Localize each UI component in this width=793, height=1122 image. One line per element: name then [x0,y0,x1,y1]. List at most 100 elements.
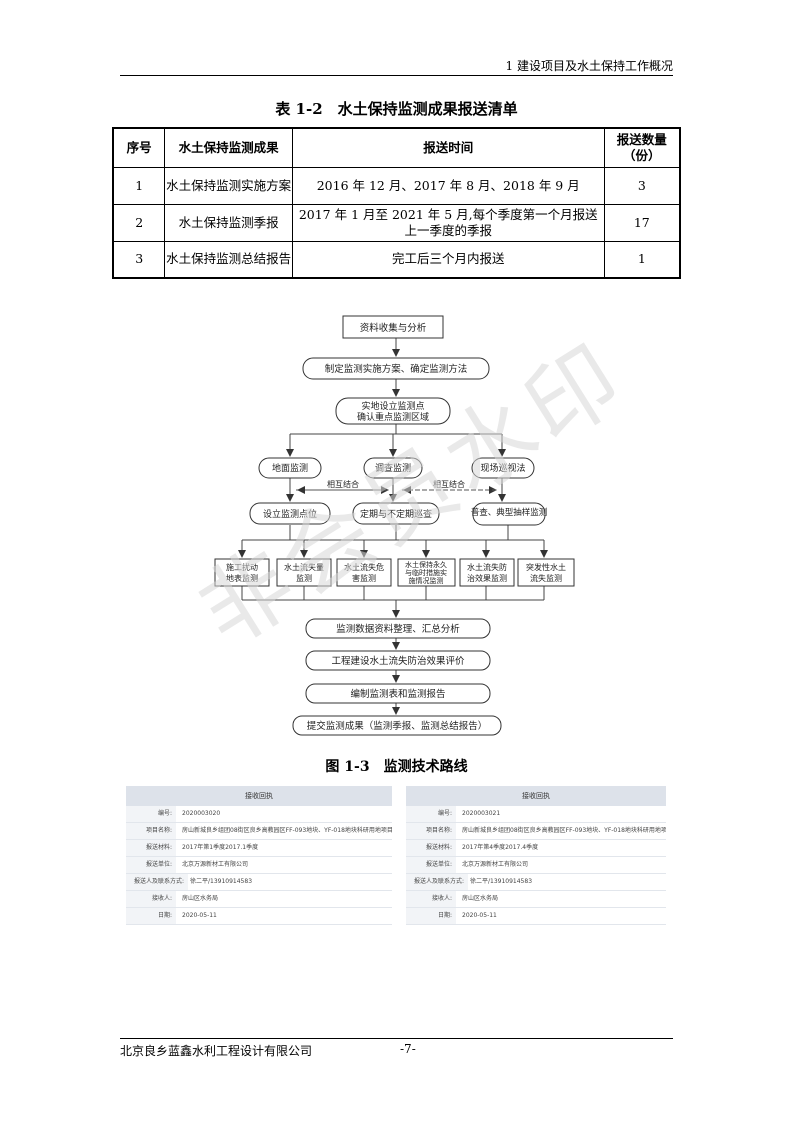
flow-item-erosion-hazard: 水土流失危 害监测 [336,558,392,587]
receipt-label: 报送材料: [406,840,456,856]
item-label: 水土流失量 [284,562,324,572]
flow-node-report: 编制监测表和监测报告 [305,683,491,704]
table-title: 表 1-2 水土保持监测成果报送清单 [275,100,518,118]
node-label: 地面监测 [272,462,308,474]
receipt-value: 房山新城良乡组团08街区良乡高教园区FF-093地块、YF-018地块科研用地项… [182,827,392,834]
footer-rule [120,1038,673,1039]
flow-node-inspection: 定期与不定期巡查 [352,502,440,525]
receipt-value: 北京万源新材工有限公司 [462,861,529,868]
node-label: 实地设立监测点 [361,400,424,412]
receipt-value: 徐二平/13910914583 [190,878,253,885]
item-label: 监测 [296,573,312,583]
table-cell: 完工后三个月内报送 [291,240,605,279]
node-label: 制定监测实施方案、确定监测方法 [325,363,468,375]
page-header: 1 建设项目及水土保持工作概况 [120,54,673,76]
table-cell: 水土保持监测总结报告 [164,240,293,279]
flow-item-disturbance: 施工扰动 地表监测 [214,558,270,587]
receipt-label: 编号: [126,806,176,822]
receipt-label: 报送材料: [126,840,176,856]
table-cell: 1 [603,240,681,279]
receipt-value: 2017年第1季度2017.1季度 [182,844,259,851]
table-row: 1 水土保持监测实施方案 2016 年 12 月、2017 年 8 月、2018… [112,166,681,205]
table-header-row: 序号 水土保持监测成果 报送时间 报送数量（份） [112,127,681,168]
header-cell: 序号 [112,127,166,168]
receipt-value: 房山区水务局 [182,895,219,902]
receipt-value: 2017年第4季度2017.4季度 [462,844,539,851]
flow-node-sampling: 普查、典型抽样监测 [471,502,547,526]
receipt-label: 报送人及联系方式: [126,874,188,890]
flow-item-erosion-amount: 水土流失量 监测 [276,558,332,587]
item-label: 水土流失防 [467,562,507,572]
receipt-value: 2020003021 [462,810,501,817]
table-cell: 3 [112,240,166,279]
item-label: 施情况监测 [409,576,444,585]
node-label: 确认重点监测区域 [357,411,429,423]
receipt-label: 日期: [126,908,176,924]
flow-node-submit: 提交监测成果（监测季报、监测总结报告） [292,715,502,736]
table-cell: 2017 年 1 月至 2021 年 5 月,每个季度第一个月报送上一季度的季报 [291,203,605,242]
table-cell: 水土保持监测季报 [164,203,293,242]
item-label: 突发性水土 [526,562,566,572]
receipt-row: 编号: 2020003020 [126,806,392,823]
node-label: 设立监测点位 [263,508,317,520]
flow-item-sudden: 突发性水土 流失监测 [517,558,575,587]
node-label: 监测数据资料整理、汇总分析 [336,623,460,635]
header-cell: 报送数量（份） [603,127,681,168]
item-label: 施工扰动 [226,562,258,572]
header-cell: 水土保持监测成果 [164,127,293,168]
receipt-title: 接收回执 [126,786,392,806]
receipt-label: 接收人: [406,891,456,907]
flow-node-plan: 制定监测实施方案、确定监测方法 [302,357,490,380]
item-label: 害监测 [352,573,376,583]
table-cell: 17 [603,203,681,242]
receipt-label: 项目名称: [126,823,176,839]
item-label: 治效果监测 [467,573,507,583]
receipt-row: 编号: 2020003021 [406,806,666,823]
receipt-label: 报送单位: [406,857,456,873]
flow-connectors [238,338,548,715]
receipt-title: 接收回执 [406,786,666,806]
receipt-value: 2020003020 [182,810,221,817]
receipt-value: 房山新城良乡组团08街区良乡高教园区FF-093地块、YF-018地块科研用地项… [462,827,666,834]
combine-label: 相互结合 [327,479,359,489]
receipt-row: 项目名称: 房山新城良乡组团08街区良乡高教园区FF-093地块、YF-018地块… [126,823,392,840]
flow-item-measures: 水土保持永久 与临时措施实 施情况监测 [397,558,456,587]
item-label: 与临时措施实 [405,568,447,577]
node-label: 定期与不定期巡查 [360,508,432,520]
item-label: 水土流失危 [344,562,384,572]
receipt-label: 日期: [406,908,456,924]
flow-node-patrol: 现场巡视法 [471,457,535,479]
receipt-row: 报送材料: 2017年第4季度2017.4季度 [406,840,666,857]
table-cell: 1 [112,166,166,205]
table-row: 2 水土保持监测季报 2017 年 1 月至 2021 年 5 月,每个季度第一… [112,203,681,242]
flow-item-effect: 水土流失防 治效果监测 [459,558,515,587]
receipt-row: 接收人: 房山区水务局 [406,891,666,908]
receipt-row: 项目名称: 房山新城良乡组团08街区良乡高教园区FF-093地块、YF-018地块… [406,823,666,840]
header-cell: 报送时间 [291,127,605,168]
flow-node-analyze: 监测数据资料整理、汇总分析 [305,618,491,639]
receipt-label: 编号: [406,806,456,822]
flow-node-collect: 资料收集与分析 [342,315,444,339]
receipt-label: 项目名称: [406,823,456,839]
monitoring-flowchart: 资料收集与分析 制定监测实施方案、确定监测方法 实地设立监测点 确认重点监测区域… [214,315,575,736]
chapter-title: 1 建设项目及水土保持工作概况 [505,59,673,73]
receipt-row: 接收人: 房山区水务局 [126,891,392,908]
report-list-table: 序号 水土保持监测成果 报送时间 报送数量（份） 1 水土保持监测实施方案 20… [112,127,681,279]
receipt-panel: 接收回执 编号: 2020003021 项目名称: 房山新城良乡组团08街区良乡高教… [406,786,666,925]
receipt-label: 报送单位: [126,857,176,873]
receipt-value: 房山区水务局 [462,895,499,902]
node-label: 编制监测表和监测报告 [350,688,445,700]
node-label: 工程建设水土流失防治效果评价 [331,655,465,667]
node-label: 资料收集与分析 [360,322,427,334]
flow-node-survey-monitoring: 调查监测 [363,457,423,479]
receipt-row: 报送单位:北京万源新材工有限公司 [126,857,392,874]
node-label: 调查监测 [375,462,411,474]
node-label: 提交监测成果（监测季报、监测总结报告） [307,720,488,732]
receipt-row: 日期:2020-05-11 [406,908,666,925]
receipt-row: 报送人及联系方式:徐二平/13910914583 [126,874,392,891]
table-cell: 3 [603,166,681,205]
receipt-label: 接收人: [126,891,176,907]
receipt-row: 报送材料: 2017年第1季度2017.1季度 [126,840,392,857]
item-label: 水土保持永久 [405,560,447,569]
receipt-value: 2020-05-11 [182,912,217,919]
